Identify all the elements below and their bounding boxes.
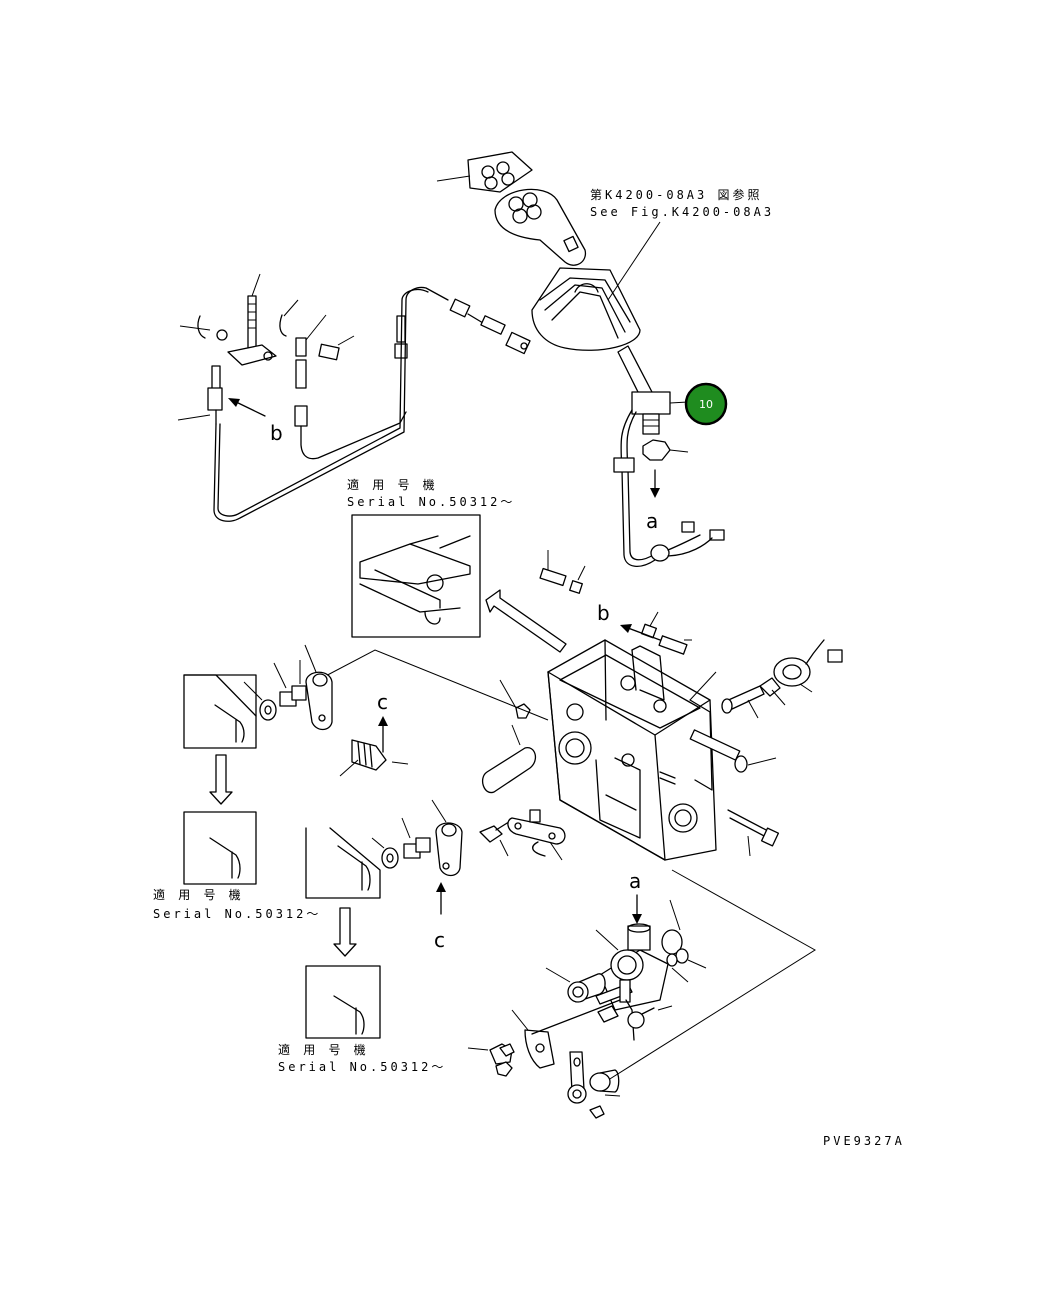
lever-housing bbox=[547, 639, 717, 861]
serial-note-en: Serial No.50312～ bbox=[347, 495, 515, 509]
serial-note-en: Serial No.50312～ bbox=[153, 907, 321, 921]
view-markers: b a b c c a bbox=[270, 421, 658, 952]
serial-note-jp: 適 用 号 機 bbox=[347, 477, 438, 492]
bottom-valve-assembly bbox=[467, 894, 707, 1119]
cable-linkage-assembly bbox=[177, 273, 531, 522]
fasteners bbox=[481, 550, 843, 857]
view-marker-b: b bbox=[597, 601, 610, 625]
serial-note-en: Serial No.50312～ bbox=[278, 1060, 446, 1074]
view-marker-a: a bbox=[629, 869, 641, 893]
detail-view-box-1 bbox=[351, 514, 481, 638]
serial-note-2: 適 用 号 機 Serial No.50312～ bbox=[153, 887, 321, 921]
part-callout-10[interactable]: 10 bbox=[684, 382, 728, 426]
serial-note-3: 適 用 号 機 Serial No.50312～ bbox=[278, 1042, 446, 1074]
view-marker-c: c bbox=[434, 928, 445, 952]
reference-note: 第K4200-08A3 図参照 See Fig.K4200-08A3 bbox=[590, 187, 774, 219]
drawing-code: PVE9327A bbox=[823, 1134, 905, 1148]
callout-circle[interactable] bbox=[684, 382, 728, 426]
serial-note-jp: 適 用 号 機 bbox=[153, 887, 244, 902]
view-marker-b: b bbox=[270, 421, 283, 445]
reference-en: See Fig.K4200-08A3 bbox=[590, 205, 774, 219]
reference-jp: 第K4200-08A3 図参照 bbox=[590, 187, 762, 202]
detail-arrow bbox=[485, 589, 567, 653]
serial-note-1: 適 用 号 機 Serial No.50312～ bbox=[347, 477, 515, 509]
serial-note-jp: 適 用 号 機 bbox=[278, 1042, 369, 1057]
leader-lines bbox=[317, 649, 816, 1083]
gearshift-knob-assembly bbox=[436, 151, 725, 567]
left-lever-group bbox=[183, 644, 409, 885]
lower-left-lever-group bbox=[305, 799, 566, 1039]
callout-number: 10 bbox=[699, 398, 713, 411]
view-marker-c: c bbox=[377, 690, 388, 714]
view-marker-a: a bbox=[646, 509, 658, 533]
